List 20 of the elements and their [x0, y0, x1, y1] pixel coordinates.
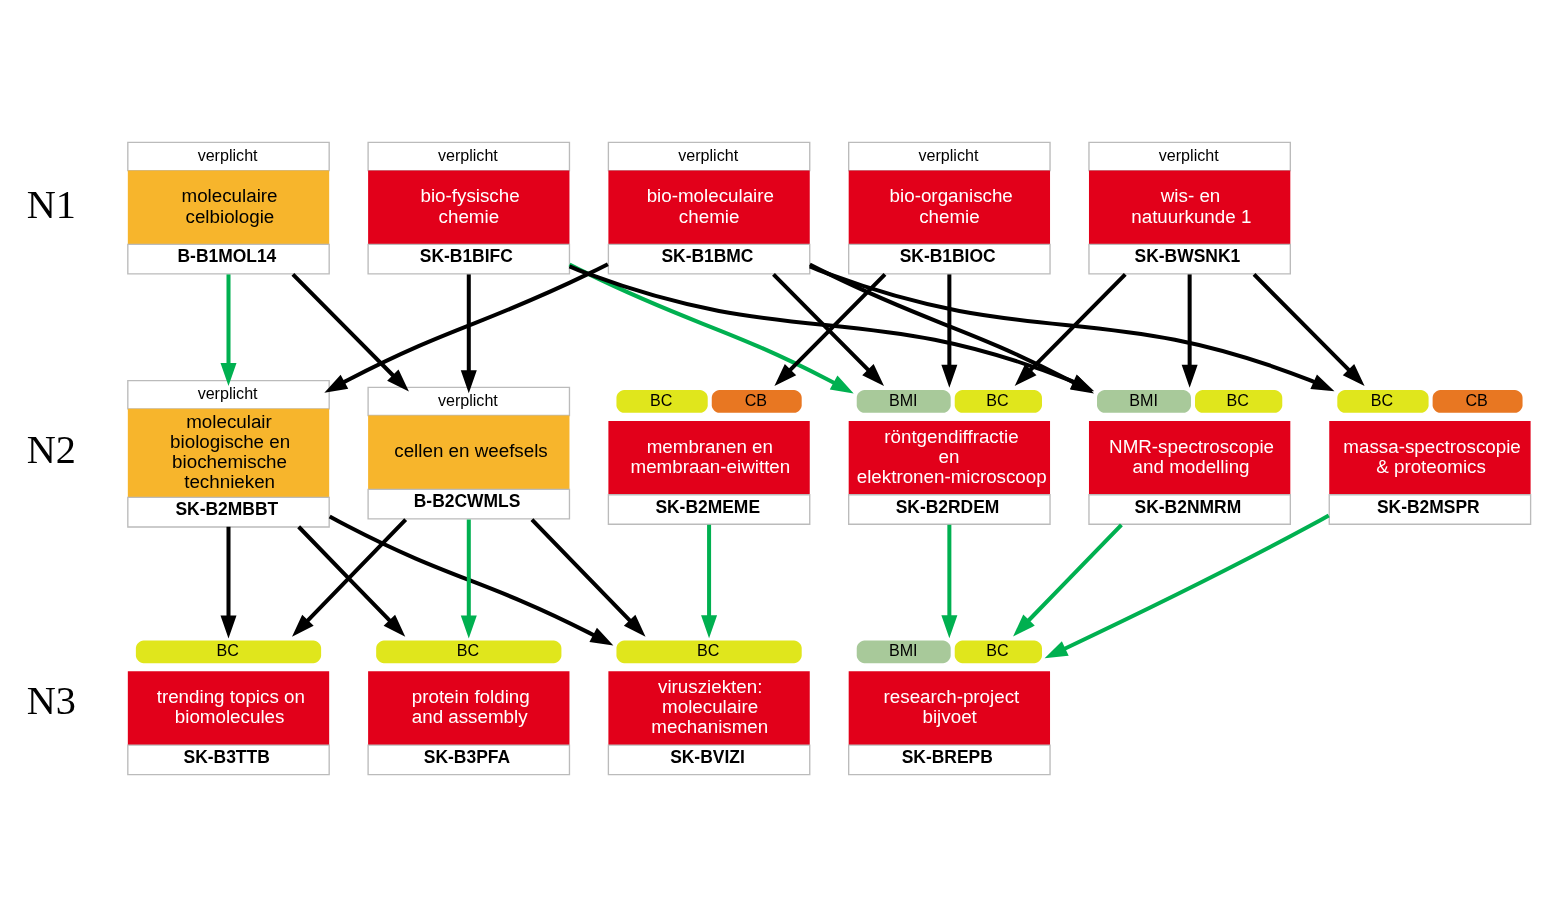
arrow [1181, 274, 1198, 388]
arrow [324, 262, 609, 393]
arrow [460, 519, 477, 639]
arrow [701, 524, 718, 639]
label: N1 [26, 182, 76, 228]
arrow [460, 274, 477, 394]
arrow [1013, 523, 1123, 637]
arrow [328, 514, 614, 646]
arrow [1252, 273, 1365, 386]
arrow [568, 262, 854, 394]
arrow [220, 526, 237, 639]
arrow [220, 274, 237, 386]
arrow [941, 524, 958, 639]
arrow [530, 518, 646, 637]
arrow [1014, 273, 1127, 386]
arrow [941, 274, 958, 388]
arrow [1044, 513, 1330, 659]
arrow [291, 273, 409, 392]
label: N2 [26, 427, 76, 473]
label: N3 [26, 677, 76, 723]
